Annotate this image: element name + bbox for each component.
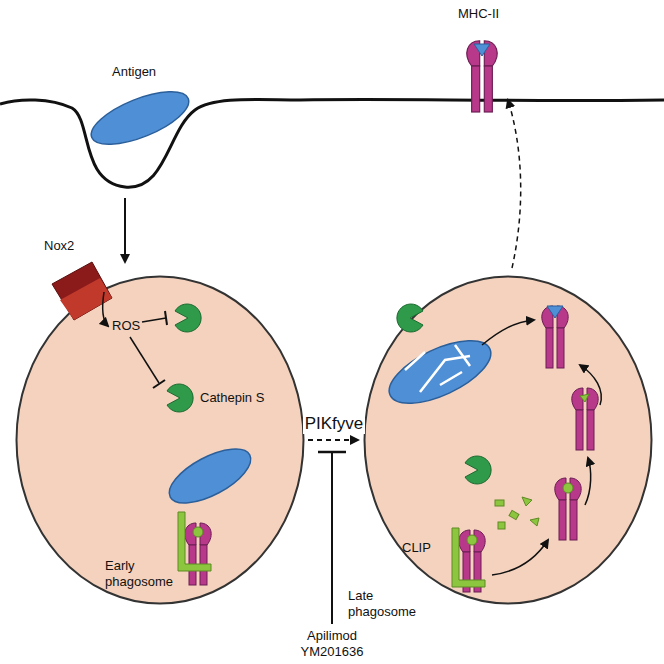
edge-label: PIKfyve [303,414,366,434]
phagosome: Early phagosome [15,275,305,605]
annotation-label: CLIP [402,540,442,556]
phagosome-outline [15,275,305,605]
annotation-label: Apilimod YM201636 [287,628,377,660]
transition-arrow [308,435,360,445]
annotation-label: Antigen [112,64,182,80]
annotation-label: Cathepin S [200,390,280,406]
annotation-label: ROS [112,318,152,334]
annotation-label: MHC-II [458,6,518,22]
phagosome-label: Late phagosome [348,588,423,620]
phagosome-label: Early phagosome [105,558,185,590]
annotation-label: Nox2 [44,238,94,254]
